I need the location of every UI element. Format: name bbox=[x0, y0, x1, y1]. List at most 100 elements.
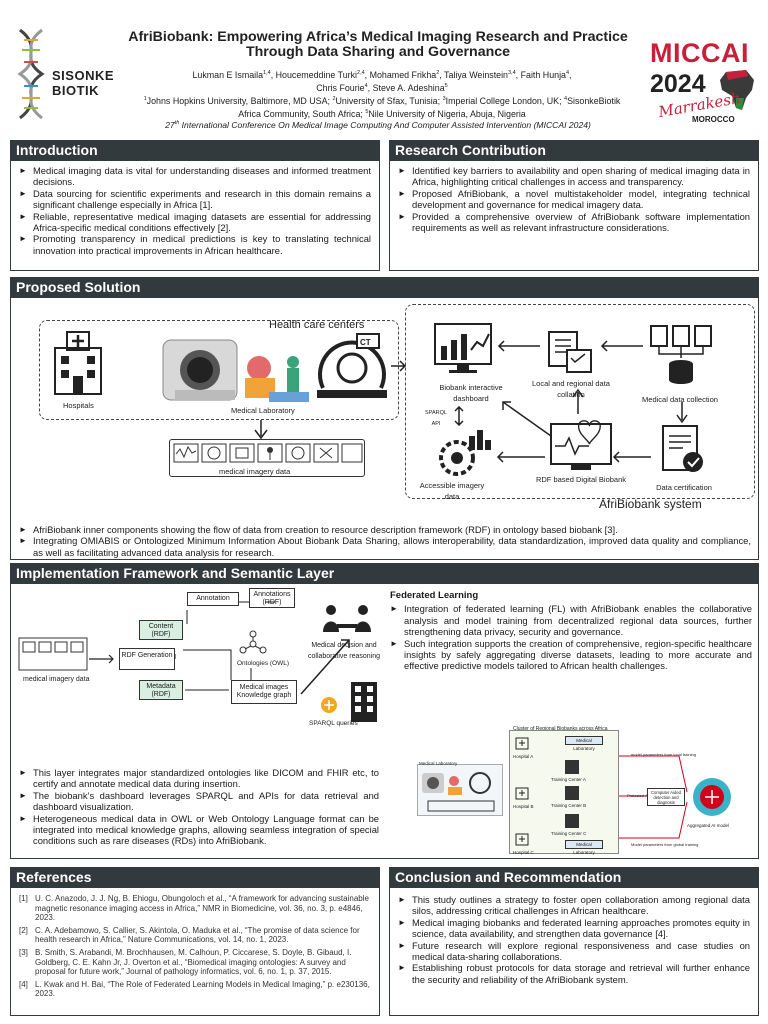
introduction-section: Introduction Medical imaging data is vit… bbox=[10, 140, 380, 271]
bullet-item: Proposed AfriBiobank, a novel multistake… bbox=[398, 188, 750, 211]
section-body: Health care centers Hospitals bbox=[10, 298, 759, 560]
bullet-item: Such integration supports the creation o… bbox=[390, 638, 752, 672]
bullet-item: Data sourcing for scientific experiments… bbox=[19, 188, 371, 211]
references-section: References [1]U. C. Anazodo, J. J. Ng, B… bbox=[10, 867, 380, 1016]
section-body: medical imagery data RDF Generation Cont… bbox=[10, 584, 759, 859]
bidirectional-arrow-icon bbox=[454, 406, 464, 426]
medical-laboratory-inset bbox=[417, 764, 503, 816]
hospitals-label: Hospitals bbox=[63, 401, 94, 410]
bullet-item: The biobank’s dashboard leverages SPARQL… bbox=[19, 790, 379, 813]
africa-map-icon bbox=[720, 70, 754, 110]
metadata-rdf-box: Metadata (RDF) bbox=[139, 680, 183, 700]
lab-box-a: Medical Laboratory bbox=[565, 736, 603, 751]
section-heading: References bbox=[10, 867, 380, 888]
data-collection-label: Medical data collection bbox=[642, 395, 718, 404]
poster-title: AfriBiobank: Empowering Africa’s Medical… bbox=[128, 29, 628, 60]
miccai-wordmark: MICCAI bbox=[650, 38, 749, 68]
down-arrow-icon bbox=[254, 420, 268, 440]
federated-learning-block: Federated Learning Integration of federa… bbox=[390, 590, 752, 672]
bullet-item: Integrating OMIABIS or Ontologized Minim… bbox=[19, 535, 751, 558]
bullet-item: Integration of federated learning (FL) w… bbox=[390, 603, 752, 637]
ontologies-owl-label: Ontologies (OWL) bbox=[237, 660, 290, 667]
hospital-icon bbox=[54, 331, 102, 395]
ai-brain-icon bbox=[693, 778, 731, 816]
protected-access-label: Protected Access bbox=[627, 793, 658, 798]
aggregated-model-label: Aggregated AI model bbox=[687, 823, 730, 828]
connector-lines bbox=[175, 601, 275, 691]
solution-figure: Health care centers Hospitals bbox=[11, 298, 758, 510]
ontology-graph-icon bbox=[239, 630, 267, 654]
bullet-item: AfriBiobank inner components showing the… bbox=[19, 524, 751, 536]
building-icon bbox=[351, 682, 377, 722]
arrow-diagonal-icon bbox=[502, 401, 552, 437]
fl-lab-label: Medical Laboratory bbox=[419, 761, 458, 766]
proposed-solution-section: Proposed Solution Health care centers Ho… bbox=[10, 277, 759, 560]
cluster-title: Cluster of Regional Biobanks across Afri… bbox=[513, 726, 608, 732]
dashboard-icon bbox=[434, 323, 492, 373]
hospital-icon bbox=[515, 787, 529, 800]
content-rdf-box: Content (RDF) bbox=[139, 620, 183, 640]
section-heading: Proposed Solution bbox=[10, 277, 759, 298]
afribiobank-system-box bbox=[405, 304, 755, 499]
imagery-thumbnails-icon bbox=[18, 637, 88, 671]
ct-label: CT bbox=[360, 338, 371, 347]
regional-cluster-box bbox=[509, 730, 619, 854]
federated-learning-title: Federated Learning bbox=[390, 590, 479, 601]
affiliations: 1Johns Hopkins University, Baltimore, MD… bbox=[143, 95, 621, 106]
conclusion-section: Conclusion and Recommendation This study… bbox=[389, 867, 759, 1016]
training-center-b-label: Training Center B bbox=[551, 803, 587, 808]
bullet-item: Medical imaging data is vital for unders… bbox=[19, 165, 371, 188]
sparql-icon bbox=[321, 697, 337, 713]
arrow-left-icon bbox=[497, 340, 540, 352]
reference-item: [3]B. Smith, S. Arabandi, M. Brochhausen… bbox=[19, 947, 352, 977]
health-centers-box bbox=[39, 320, 399, 420]
section-body: Identified key barriers to availability … bbox=[389, 161, 759, 271]
training-chips-icon bbox=[565, 760, 579, 828]
accessible-data-icon bbox=[439, 430, 491, 476]
federated-learning-figure: Cluster of Regional Biobanks across Afri… bbox=[417, 724, 743, 856]
lab-equipment-icon bbox=[245, 356, 309, 402]
bullet-item: Future research will explore regional re… bbox=[398, 940, 750, 963]
parameter-arrows bbox=[619, 755, 688, 839]
reference-item: [1]U. C. Anazodo, J. J. Ng, B. Ehiogu, O… bbox=[19, 894, 369, 923]
accessible-imagery-label: Accessible imagery data bbox=[419, 481, 485, 502]
section-body: Medical imaging data is vital for unders… bbox=[10, 161, 380, 271]
semantic-layer-figure: medical imagery data RDF Generation Cont… bbox=[11, 584, 381, 734]
bullet-item: This study outlines a strategy to foster… bbox=[398, 894, 750, 917]
up-arrow-icon bbox=[572, 388, 584, 414]
section-heading: Conclusion and Recommendation bbox=[389, 867, 759, 888]
hospital-a-label: Hospital A bbox=[513, 754, 534, 759]
arrow-left-icon bbox=[612, 451, 651, 463]
section-body: This study outlines a strategy to foster… bbox=[389, 888, 759, 1016]
local-regional-label: Local and regional data collation bbox=[532, 379, 610, 400]
section-heading: Implementation Framework and Semantic La… bbox=[10, 563, 759, 584]
ct-scanner-icon bbox=[317, 333, 387, 398]
section-body: [1]U. C. Anazodo, J. J. Ng, B. Ehiogu, O… bbox=[10, 888, 380, 1016]
bullet-item: Identified key barriers to availability … bbox=[398, 165, 750, 188]
solution-bullets: AfriBiobank inner components showing the… bbox=[19, 524, 751, 558]
conference-line: 27th International Conference On Medical… bbox=[165, 120, 591, 130]
collaborating-people-icon bbox=[323, 605, 371, 632]
hospital-b-label: Hospital B bbox=[513, 804, 534, 809]
miccai-country: MOROCCO bbox=[692, 115, 735, 124]
sparql-queries-label: SPARQL queries bbox=[309, 720, 358, 727]
bullet-item: Promoting transparency in medical predic… bbox=[19, 233, 371, 256]
data-collection-icon bbox=[650, 325, 712, 384]
bullet-item: Establishing robust protocols for data s… bbox=[398, 962, 750, 985]
cad-box: Computer Aided detection and diagnosis bbox=[647, 788, 685, 806]
contribution-section: Research Contribution Identified key bar… bbox=[389, 140, 759, 271]
training-center-a-label: Training Center A bbox=[551, 777, 586, 782]
training-center-c-label: Training Center C bbox=[551, 831, 587, 836]
sisonke-biotik-logo: SISONKE BIOTIK bbox=[14, 28, 114, 120]
rdf-generation-box: RDF Generation bbox=[119, 648, 175, 670]
poster-header: SISONKE BIOTIK AfriBiobank: Empowering A… bbox=[0, 0, 768, 136]
medical-decision-label: Medical decision and collaborative reaso… bbox=[308, 642, 380, 661]
bullet-item: Heterogeneous medical data in OWL or Web… bbox=[19, 813, 379, 847]
arrow-right-icon bbox=[89, 654, 114, 664]
bullet-item: This layer integrates major standardized… bbox=[19, 767, 379, 790]
miccai-year: 2024 bbox=[650, 70, 706, 98]
local-params-label: model parameters from local training bbox=[631, 752, 696, 757]
hospital-icon bbox=[515, 833, 529, 846]
implementation-bullets: This layer integrates major standardized… bbox=[19, 767, 379, 847]
imagery-data-strip bbox=[169, 439, 365, 477]
